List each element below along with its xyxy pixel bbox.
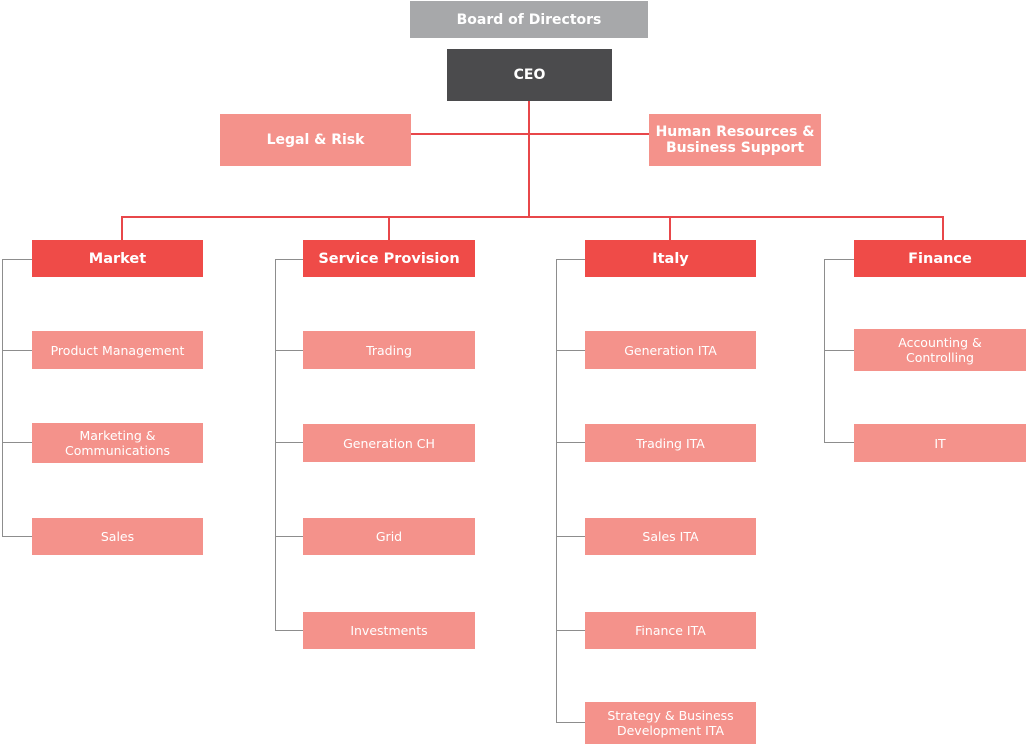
division-head-market: Market xyxy=(32,240,203,277)
unit-trading-ita: Trading ITA xyxy=(585,424,756,462)
board-of-directors-box: Board of Directors xyxy=(410,1,648,38)
finance-spine-line xyxy=(824,259,825,443)
unit-label: Sales ITA xyxy=(642,529,699,544)
ceo-label: CEO xyxy=(513,67,546,83)
hr-business-support-label-line1: Human Resources & xyxy=(655,124,815,140)
italy-spine-line xyxy=(556,259,557,723)
unit-label-line1: Accounting & xyxy=(898,335,982,350)
service-provision-tick-line xyxy=(275,630,303,631)
unit-label: Generation CH xyxy=(343,435,435,451)
service-provision-tick-line xyxy=(275,536,303,537)
unit-label-line2: Communications xyxy=(64,443,171,458)
service-provision-tick-line xyxy=(275,442,303,443)
service-provision-spine-line xyxy=(275,259,276,631)
italy-tick-line xyxy=(556,536,585,537)
staff-connector-line xyxy=(411,133,650,135)
division-title: Service Provision xyxy=(318,250,460,267)
unit-product-management: Product Management xyxy=(32,331,203,369)
unit-label-line1: Strategy & Business xyxy=(607,708,734,723)
market-drop-line xyxy=(121,216,123,240)
legal-risk-box: Legal & Risk xyxy=(220,114,411,166)
market-tick-line xyxy=(2,442,32,443)
unit-label: Finance ITA xyxy=(635,623,706,638)
italy-drop-line xyxy=(669,216,671,240)
service-provision-tick-line xyxy=(275,259,303,260)
ceo-box: CEO xyxy=(447,49,612,101)
unit-label: Sales xyxy=(100,529,135,544)
legal-risk-label: Legal & Risk xyxy=(266,132,365,148)
unit-generation-ita: Generation ITA xyxy=(585,331,756,369)
unit-trading: Trading xyxy=(303,331,475,369)
unit-label: Grid xyxy=(375,529,403,544)
finance-tick-line xyxy=(824,259,854,260)
unit-label: Trading xyxy=(366,342,412,358)
board-of-directors-label: Board of Directors xyxy=(456,11,602,28)
unit-label-line1: Marketing & xyxy=(79,428,156,443)
unit-investments: Investments xyxy=(303,612,475,649)
unit-sales-ita: Sales ITA xyxy=(585,518,756,555)
unit-label: IT xyxy=(934,435,946,451)
market-tick-line xyxy=(2,259,32,260)
unit-it: IT xyxy=(854,424,1026,462)
unit-grid: Grid xyxy=(303,518,475,555)
finance-tick-line xyxy=(824,442,854,443)
division-title: Market xyxy=(88,250,147,267)
service-provision-tick-line xyxy=(275,350,303,351)
italy-tick-line xyxy=(556,350,585,351)
division-head-finance: Finance xyxy=(854,240,1026,277)
unit-strategy-business-development-ita: Strategy & Business Development ITA xyxy=(585,702,756,744)
unit-label: Product Management xyxy=(50,342,185,358)
unit-label: Investments xyxy=(350,623,428,638)
italy-tick-line xyxy=(556,630,585,631)
finance-drop-line xyxy=(942,216,944,240)
unit-finance-ita: Finance ITA xyxy=(585,612,756,649)
market-tick-line xyxy=(2,350,32,351)
unit-label-line2: Controlling xyxy=(906,350,974,365)
unit-label-line2: Development ITA xyxy=(616,723,725,738)
hr-business-support-box: Human Resources & Business Support xyxy=(649,114,821,166)
division-head-service-provision: Service Provision xyxy=(303,240,475,277)
finance-tick-line xyxy=(824,350,854,351)
unit-accounting-controlling: Accounting & Controlling xyxy=(854,329,1026,371)
ceo-trunk-line xyxy=(528,101,530,218)
division-title: Italy xyxy=(652,250,689,267)
unit-label: Generation ITA xyxy=(624,342,717,358)
service-provision-drop-line xyxy=(388,216,390,240)
unit-marketing-communications: Marketing & Communications xyxy=(32,423,203,463)
italy-tick-line xyxy=(556,259,585,260)
division-head-italy: Italy xyxy=(585,240,756,277)
market-tick-line xyxy=(2,536,32,537)
unit-sales: Sales xyxy=(32,518,203,555)
market-spine-line xyxy=(2,259,3,537)
italy-tick-line xyxy=(556,442,585,443)
unit-label: Trading ITA xyxy=(636,435,705,451)
division-bus-line xyxy=(121,216,944,218)
italy-tick-line xyxy=(556,722,585,723)
division-title: Finance xyxy=(908,250,972,267)
unit-generation-ch: Generation CH xyxy=(303,424,475,462)
hr-business-support-label-line2: Business Support xyxy=(665,140,805,156)
